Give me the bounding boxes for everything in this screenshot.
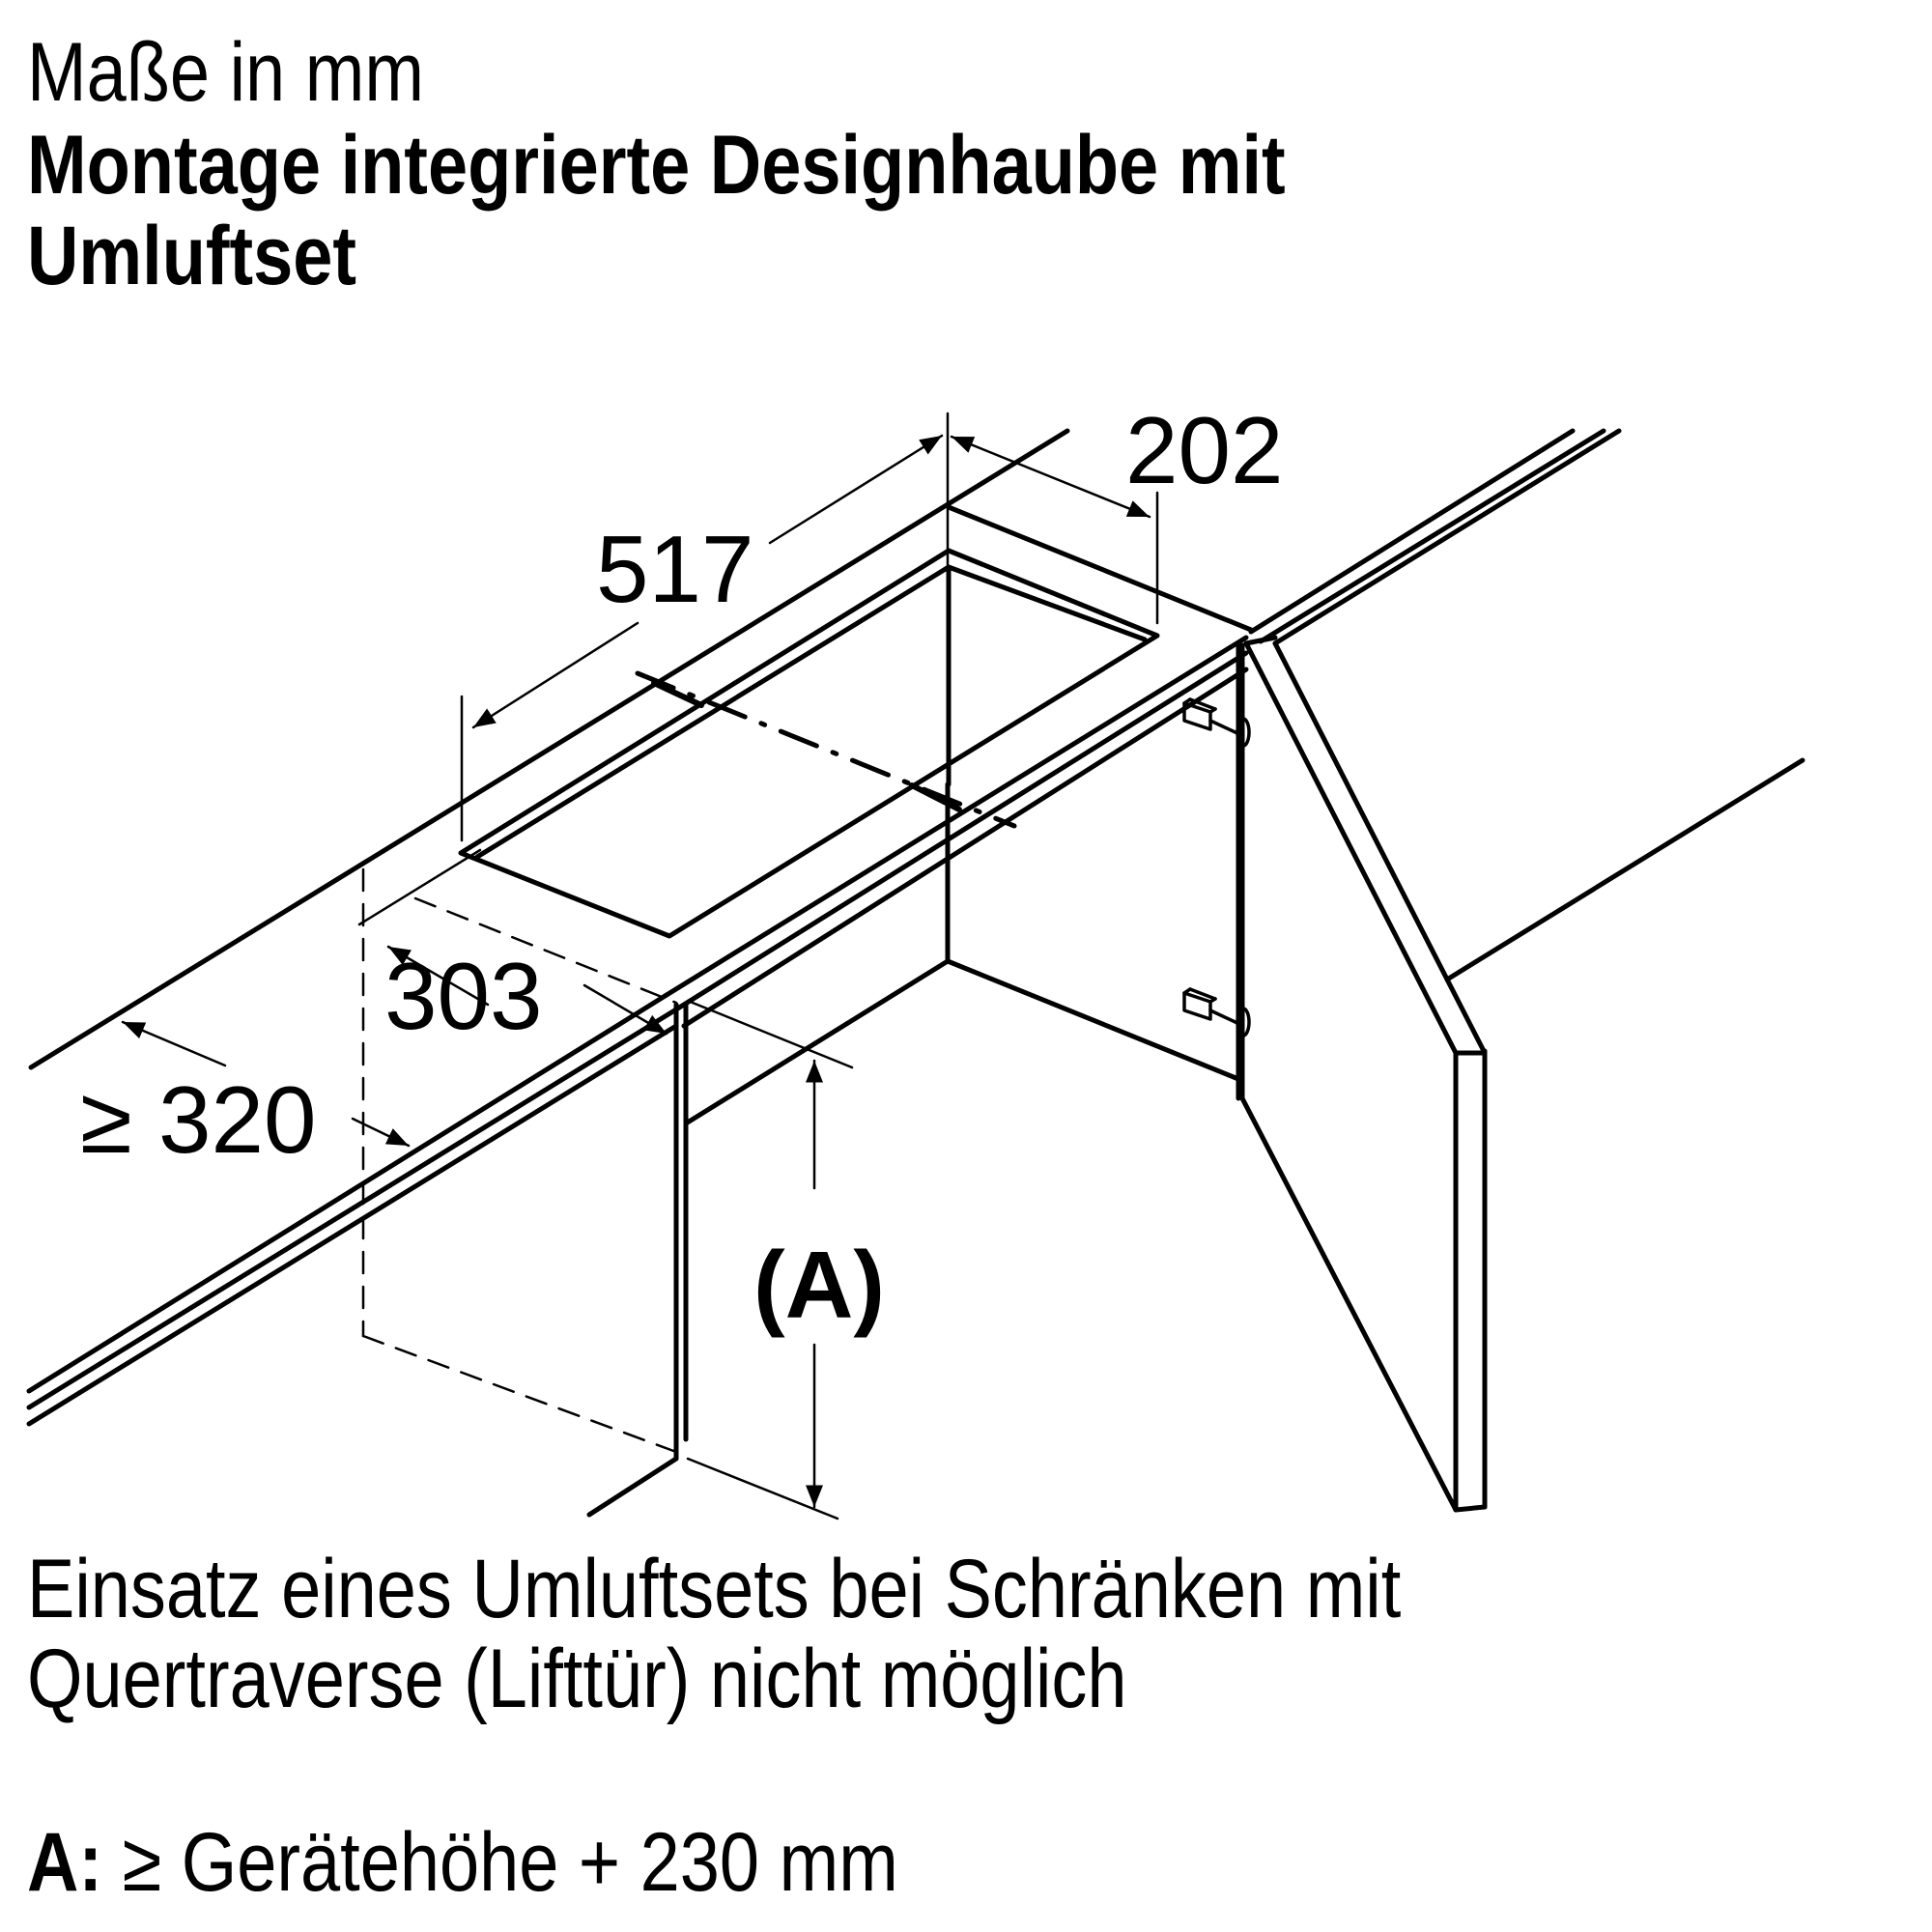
hinge-bottom xyxy=(1182,987,1251,1037)
label-202: 202 xyxy=(1125,397,1284,503)
note-line2: Quertraverse (Lifttür) nicht möglich xyxy=(27,1633,1127,1725)
dimension-320 xyxy=(121,1020,411,1148)
units-label: Maße in mm xyxy=(27,26,424,119)
center-ticks xyxy=(651,680,962,812)
dimension-303 xyxy=(357,848,668,1036)
hinge-top xyxy=(1182,697,1251,748)
cabinet-top-outline xyxy=(26,428,1622,1427)
note-line1: Einsatz eines Umluftsets bei Schränken m… xyxy=(27,1543,1402,1635)
dimension-A xyxy=(686,999,854,1520)
page-title-line1: Montage integrierte Designhaube mit xyxy=(27,119,1286,212)
label-320: ≥ 320 xyxy=(80,1066,317,1173)
label-517: 517 xyxy=(596,516,754,622)
page-title-line2: Umluftset xyxy=(27,210,357,302)
legend-A: A: ≥ Gerätehöhe + 230 mm xyxy=(27,1821,898,1904)
legend-text: ≥ Gerätehöhe + 230 mm xyxy=(122,1816,898,1909)
center-axis xyxy=(635,670,1017,829)
label-A: (A) xyxy=(753,1232,885,1338)
hood-dashed-outline xyxy=(361,867,678,1454)
open-door xyxy=(1239,635,1805,1513)
dimension-517 xyxy=(460,434,944,842)
cabinet-interior xyxy=(586,642,1245,1518)
legend-key: A: xyxy=(27,1816,103,1909)
dimension-202 xyxy=(950,435,1159,625)
label-303: 303 xyxy=(384,943,543,1049)
